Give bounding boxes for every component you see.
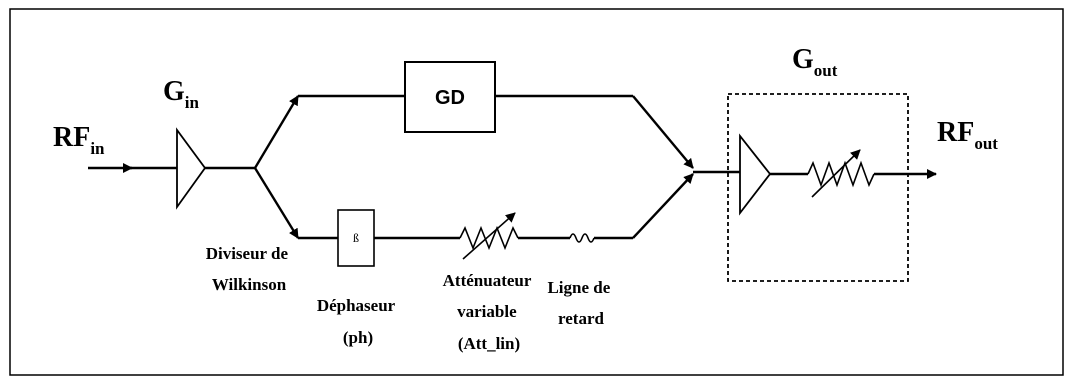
divider-lower-branch <box>253 167 300 239</box>
divider-caption: Diviseur de Wilkinson <box>206 244 293 294</box>
g-out-box <box>727 93 909 282</box>
delay-line-caption: Ligne de retard <box>547 278 614 328</box>
attenuator-adjust-arrow <box>462 212 516 260</box>
rf-out-label: RFout <box>937 117 998 153</box>
divider-upper-branch <box>253 95 300 169</box>
g-in-label: Gin <box>163 76 200 112</box>
diagram-frame <box>9 8 1064 376</box>
upper-combiner-arrow <box>632 95 694 169</box>
phase-shifter-caption: Déphaseur (ph) <box>317 296 399 347</box>
input-amplifier <box>176 127 207 210</box>
delay-line <box>569 233 595 243</box>
phase-symbol: ß <box>353 231 359 245</box>
gd-block-label: GD <box>435 87 465 109</box>
attenuator-caption: Atténuateur variable (Att_lin) <box>443 271 536 353</box>
output-amplifier <box>739 133 772 216</box>
g-out-label: Gout <box>792 44 838 80</box>
gd-block <box>404 61 496 133</box>
lower-combiner-arrow <box>632 173 694 239</box>
output-variable-attenuator <box>807 160 875 188</box>
rf-in-label: RFin <box>53 122 105 158</box>
variable-attenuator <box>459 225 519 251</box>
output-attenuator-adjust-arrow <box>811 149 861 198</box>
